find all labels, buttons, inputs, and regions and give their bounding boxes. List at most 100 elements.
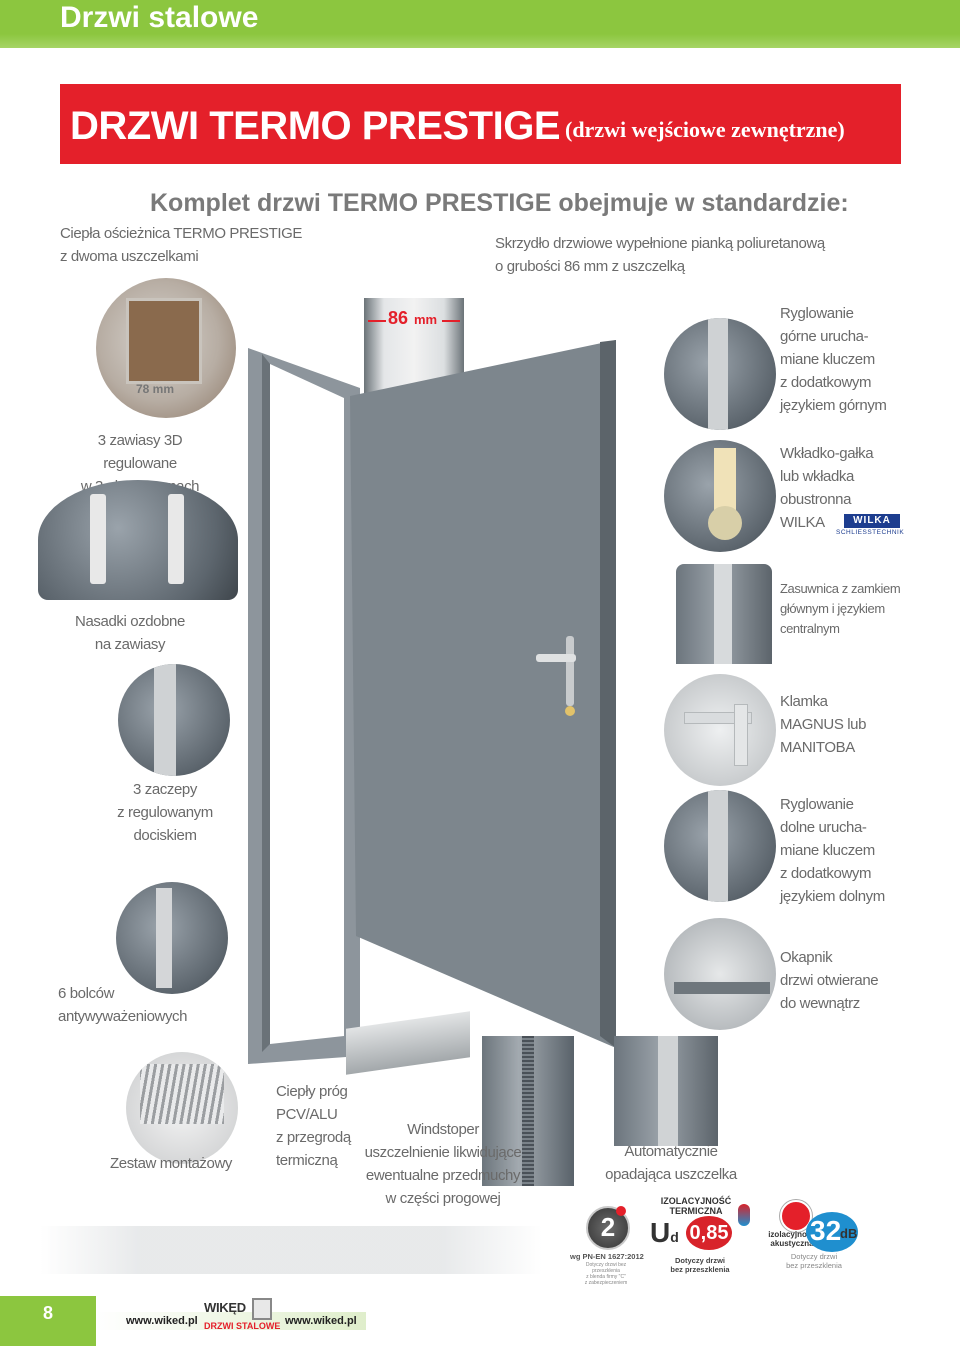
door-leaf — [350, 340, 616, 1048]
photo-base-fade — [40, 1226, 542, 1274]
main-lock-line1: Zasuwnica z zamkiem — [780, 581, 901, 596]
hinge-caps-line1: Nasadki ozdobne — [75, 613, 185, 630]
bolt-plate — [156, 888, 172, 988]
mount-kit-label: Zestaw montażowy — [110, 1155, 232, 1172]
auto-seal-photo — [614, 1036, 718, 1146]
wilka-logo-mark: WILKA — [844, 514, 900, 528]
windstopper-photo — [482, 1036, 574, 1186]
wilka-logo: WILKA SCHLIESSTECHNIK — [836, 514, 904, 538]
dimension-arrow-right — [442, 320, 460, 322]
auto-seal-line1: Automatycznie — [624, 1143, 718, 1160]
acoustic-value: 32 — [810, 1215, 842, 1246]
handle-lever — [536, 654, 576, 662]
leaf-label-line1: Skrzydło drzwiowe wypełnione pianką poli… — [495, 235, 825, 252]
hinge-shape-1 — [90, 494, 106, 584]
hinge-caps-line2: na zawiasy — [94, 636, 166, 653]
burglary-note: Dotyczy drzwi bez przeszklenia z blenda … — [576, 1262, 636, 1286]
frame-profile-shape — [126, 298, 202, 384]
product-subtitle: (drzwi wejściowe zewnętrzne) — [565, 117, 845, 142]
thermometer-icon — [738, 1204, 750, 1226]
burglary-note-line1: Dotyczy drzwi bez przeszklenia — [585, 1262, 627, 1274]
catches-label-line3: dociskiem — [133, 827, 197, 844]
drip-photo — [664, 918, 776, 1030]
acoustic-badge: 32 dB — [806, 1212, 858, 1252]
frame-dimension: 78 mm — [136, 382, 175, 396]
hinge-caps-label: Nasadki ozdobne na zawiasy — [60, 610, 200, 656]
windstopper-line2: uszczelnienie likwidujące — [364, 1144, 522, 1161]
footer-page-tab — [0, 1296, 96, 1346]
bolts-label: 6 bolców antywyważeniowych — [58, 982, 187, 1028]
windstopper-label: Windstoper uszczelnienie likwidujące ewe… — [360, 1118, 526, 1210]
thermal-title: IZOLACYJNOŚĆ TERMICZNA — [660, 1196, 732, 1216]
frame-label-line1: Ciepła ościeżnica TERMO PRESTIGE — [60, 225, 303, 242]
footer-logo-sub: DRZWI STALOWE — [204, 1321, 281, 1331]
cylinder-line1: Wkładko-gałka — [780, 445, 874, 462]
acoustic-note-line2: bez przeszklenia — [786, 1261, 842, 1270]
burglary-class-number: 2 — [600, 1212, 616, 1242]
thermal-symbol-u: U — [650, 1217, 671, 1248]
burglary-red-dot — [616, 1206, 626, 1216]
catch-photo — [118, 664, 230, 776]
main-lock-label: Zasuwnica z zamkiem głównym i językiem c… — [780, 579, 901, 639]
handle-photo-plate — [734, 704, 748, 766]
title-banner — [60, 84, 901, 164]
bolts-photo — [116, 882, 228, 994]
threshold-label: Ciepły próg PCV/ALU z przegrodą termiczn… — [276, 1080, 351, 1172]
main-lock-photo — [676, 564, 772, 664]
windstopper-line3: ewentualne przedmuchy — [365, 1167, 521, 1184]
acoustic-title: izolacyjność akustyczna — [766, 1230, 818, 1248]
cylinder-lock — [565, 706, 575, 716]
bottom-lock-plate — [708, 790, 728, 902]
drip-label: Okapnik drzwi otwierane do wewnątrz — [780, 946, 879, 1015]
thermal-note-line1: Dotyczy drzwi — [674, 1256, 725, 1265]
frame-profile-photo: 78 mm — [96, 278, 236, 418]
leaf-label-line2: o grubości 86 mm z uszczelką — [495, 258, 685, 275]
footer-url-right[interactable]: www.wiked.pl — [285, 1315, 357, 1327]
frame-opening — [270, 364, 344, 1044]
section-title: Drzwi stalowe — [60, 1, 259, 34]
footer-url-left[interactable]: www.wiked.pl — [126, 1315, 198, 1327]
auto-seal-line2: opadająca uszczelka — [605, 1166, 737, 1183]
thermal-symbol: Ud — [650, 1218, 679, 1252]
top-lock-line4: z dodatkowym — [780, 374, 872, 391]
bottom-lock-line5: językiem dolnym — [780, 888, 885, 905]
wilka-logo-sub: SCHLIESSTECHNIK — [836, 529, 905, 536]
main-lock-line3: centralnym — [780, 621, 840, 636]
mount-kit-screws — [140, 1064, 224, 1124]
handle-line2: MAGNUS lub — [780, 716, 867, 733]
frame-jamb — [262, 354, 270, 1052]
threshold-line4: termiczną — [276, 1152, 338, 1169]
cylinder-label: Wkładko-gałka lub wkładka obustronna WIL… — [780, 442, 874, 534]
bottom-lock-line3: miane kluczem — [780, 842, 875, 859]
windstopper-line1: Windstoper — [407, 1121, 479, 1138]
mount-kit-photo — [126, 1052, 238, 1164]
frame-label: Ciepła ościeżnica TERMO PRESTIGE z dwoma… — [60, 222, 302, 268]
acoustic-unit: dB — [840, 1226, 858, 1241]
burglary-class-badge: 2 — [586, 1206, 630, 1250]
page-number: 8 — [42, 1303, 53, 1323]
cylinder-line2: lub wkładka — [780, 468, 854, 485]
header-band-gradient — [0, 34, 960, 48]
drip-profile — [674, 982, 770, 994]
acoustic-note-line1: Dotyczy drzwi — [790, 1252, 838, 1261]
bottom-lock-line1: Ryglowanie — [780, 796, 854, 813]
hinge-photo — [38, 480, 238, 600]
door-illustration — [248, 340, 616, 1064]
kit-heading: Komplet drzwi TERMO PRESTIGE obejmuje w … — [150, 189, 849, 217]
door-leaf-edge — [600, 340, 616, 1048]
cylinder-line3: obustronna — [780, 491, 852, 508]
bottom-lock-label: Ryglowanie dolne urucha- miane kluczem z… — [780, 793, 885, 908]
windstopper-brush — [522, 1036, 534, 1186]
thermal-symbol-sub: d — [670, 1229, 679, 1245]
catches-label-line2: z regulowanym — [117, 804, 213, 821]
cylinder-line4: WILKA — [780, 514, 825, 531]
drip-line3: do wewnątrz — [780, 995, 860, 1012]
cylinder-photo — [664, 440, 776, 552]
top-lock-photo — [664, 318, 776, 430]
hinge-shape-2 — [168, 494, 184, 584]
threshold-line3: z przegrodą — [276, 1129, 351, 1146]
auto-seal-label: Automatycznie opadająca uszczelka — [596, 1140, 746, 1186]
bottom-lock-line2: dolne urucha- — [780, 819, 867, 836]
acoustic-title-line1: izolacyjność — [768, 1230, 816, 1239]
product-title: DRZWI TERMO PRESTIGE — [70, 104, 561, 148]
